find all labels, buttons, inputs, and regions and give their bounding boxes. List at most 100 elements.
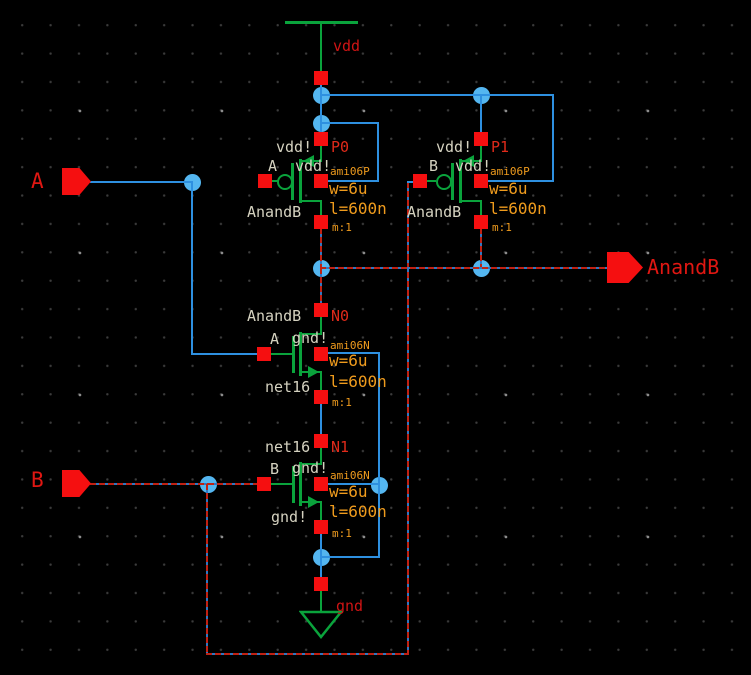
p0-source-lead <box>320 146 322 162</box>
wire-nmos-bulk[interactable] <box>378 352 380 557</box>
p0-drain-net-label[interactable]: AnandB <box>247 203 302 221</box>
n0-bulk-pin[interactable] <box>314 347 328 361</box>
p1-width-label[interactable]: w=6u <box>489 179 528 198</box>
p0-model-label[interactable]: ami06P <box>330 165 370 178</box>
wire-p0-bulk[interactable] <box>320 122 379 124</box>
wire-vdd-to-p1[interactable] <box>480 94 482 135</box>
wire-net-b-to-p1-gate[interactable] <box>407 181 415 183</box>
p1-drain-pin[interactable] <box>474 215 488 229</box>
wire-net-out[interactable] <box>320 228 322 268</box>
n0-model-label[interactable]: ami06N <box>330 339 370 352</box>
p1-bulk-net-label[interactable]: vdd! <box>455 157 492 175</box>
p1-gate-net-label[interactable]: B <box>429 157 439 175</box>
wire-gnd[interactable] <box>320 557 322 578</box>
n0-bulk-net-label[interactable]: gnd! <box>292 329 329 347</box>
n0-drain-net-label[interactable]: AnandB <box>247 307 302 325</box>
wire-net-b-feedback[interactable] <box>206 653 409 655</box>
vdd-symbol-label: vdd <box>333 37 361 55</box>
n1-length-label[interactable]: l=600n <box>329 502 387 521</box>
p0-source-net-label[interactable]: vdd! <box>276 138 313 156</box>
wire-p1-bulk[interactable] <box>552 94 554 182</box>
wire-net-out[interactable] <box>320 268 322 304</box>
p0-width-label[interactable]: w=6u <box>329 179 368 198</box>
p0-instance-name[interactable]: P0 <box>331 138 350 156</box>
wire-vdd-rail[interactable] <box>320 94 481 96</box>
n1-bulk-net-label[interactable]: gnd! <box>292 459 329 477</box>
p0-drain-stub <box>300 200 322 202</box>
p0-bulk-net-label[interactable]: vdd! <box>295 157 332 175</box>
wire-p0-bulk[interactable] <box>377 122 379 182</box>
p1-drain-lead <box>480 200 482 216</box>
p1-source-arrow-icon <box>463 155 474 167</box>
output-pin-arrow-anandb[interactable] <box>607 252 643 283</box>
n0-instance-name[interactable]: N0 <box>331 307 350 325</box>
n1-width-label[interactable]: w=6u <box>329 482 368 501</box>
input-pin-arrow-a[interactable] <box>62 168 91 195</box>
wire-n1-source[interactable] <box>320 533 322 558</box>
wire-nmos-bulk[interactable] <box>327 352 380 354</box>
wire-net-a[interactable] <box>191 353 258 355</box>
wire-p0-bulk[interactable] <box>327 180 379 182</box>
n0-source-pin[interactable] <box>314 390 328 404</box>
wire-net-b-feedback[interactable] <box>407 182 409 655</box>
p1-source-pin[interactable] <box>474 132 488 146</box>
p1-gate-bubble <box>436 174 452 190</box>
n0-gate-pin[interactable] <box>257 347 271 361</box>
n1-gate-bar <box>292 466 295 503</box>
n0-length-label[interactable]: l=600n <box>329 372 387 391</box>
wire-net-a[interactable] <box>191 182 193 354</box>
n1-mult-label[interactable]: m:1 <box>332 527 352 540</box>
p0-channel-bar <box>299 159 302 203</box>
n1-drain-net-label[interactable]: net16 <box>265 438 311 456</box>
n1-instance-name[interactable]: N1 <box>331 438 350 456</box>
p0-gate-pin[interactable] <box>258 174 272 188</box>
vdd-pin-square[interactable] <box>314 71 328 85</box>
wire-p1-bulk[interactable] <box>487 180 554 182</box>
n0-gate-link <box>271 353 292 355</box>
p1-instance-name[interactable]: P1 <box>491 138 510 156</box>
wire-nmos-bulk[interactable] <box>320 556 380 558</box>
p1-bulk-pin[interactable] <box>474 174 488 188</box>
n1-drain-pin[interactable] <box>314 434 328 448</box>
n1-model-label[interactable]: ami06N <box>330 469 370 482</box>
p1-gate-bar <box>451 163 454 200</box>
p0-gate-net-label[interactable]: A <box>268 157 278 175</box>
p0-mult-label[interactable]: m:1 <box>332 221 352 234</box>
n0-mult-label[interactable]: m:1 <box>332 396 352 409</box>
p1-length-label[interactable]: l=600n <box>489 199 547 218</box>
n0-drain-pin[interactable] <box>314 303 328 317</box>
p0-bulk-pin[interactable] <box>314 174 328 188</box>
p0-length-label[interactable]: l=600n <box>329 199 387 218</box>
n1-bulk-pin[interactable] <box>314 477 328 491</box>
wire-net16[interactable] <box>320 403 322 436</box>
p0-source-pin[interactable] <box>314 132 328 146</box>
port-b-label: B <box>31 468 44 492</box>
n1-source-net-label[interactable]: gnd! <box>271 508 308 526</box>
n0-drain-lead <box>320 317 322 334</box>
p1-gate-link <box>427 180 436 182</box>
p1-drain-net-label[interactable]: AnandB <box>407 203 462 221</box>
p1-source-net-label[interactable]: vdd! <box>436 138 473 156</box>
p1-gate-pin[interactable] <box>413 174 427 188</box>
n0-width-label[interactable]: w=6u <box>329 351 368 370</box>
wire-p1-bulk[interactable] <box>480 94 554 96</box>
wire-net-a[interactable] <box>90 181 193 183</box>
p0-drain-pin[interactable] <box>314 215 328 229</box>
n0-gate-net-label[interactable]: A <box>270 330 280 348</box>
n1-gate-pin[interactable] <box>257 477 271 491</box>
wire-net-b[interactable] <box>90 483 208 485</box>
p1-mult-label[interactable]: m:1 <box>492 221 512 234</box>
n0-source-net-label[interactable]: net16 <box>265 378 311 396</box>
wire-net-b-feedback[interactable] <box>206 484 208 655</box>
wire-vdd-to-p0[interactable] <box>320 85 322 135</box>
gnd-pin-square[interactable] <box>314 577 328 591</box>
n1-gate-net-label[interactable]: B <box>270 460 280 478</box>
input-pin-arrow-b[interactable] <box>62 470 91 497</box>
wire-net-out[interactable] <box>480 228 482 268</box>
p1-model-label[interactable]: ami06P <box>490 165 530 178</box>
wire-nmos-bulk[interactable] <box>327 483 380 485</box>
wire-net-out[interactable] <box>320 267 610 269</box>
n1-source-pin[interactable] <box>314 520 328 534</box>
wire-net-b[interactable] <box>208 483 258 485</box>
